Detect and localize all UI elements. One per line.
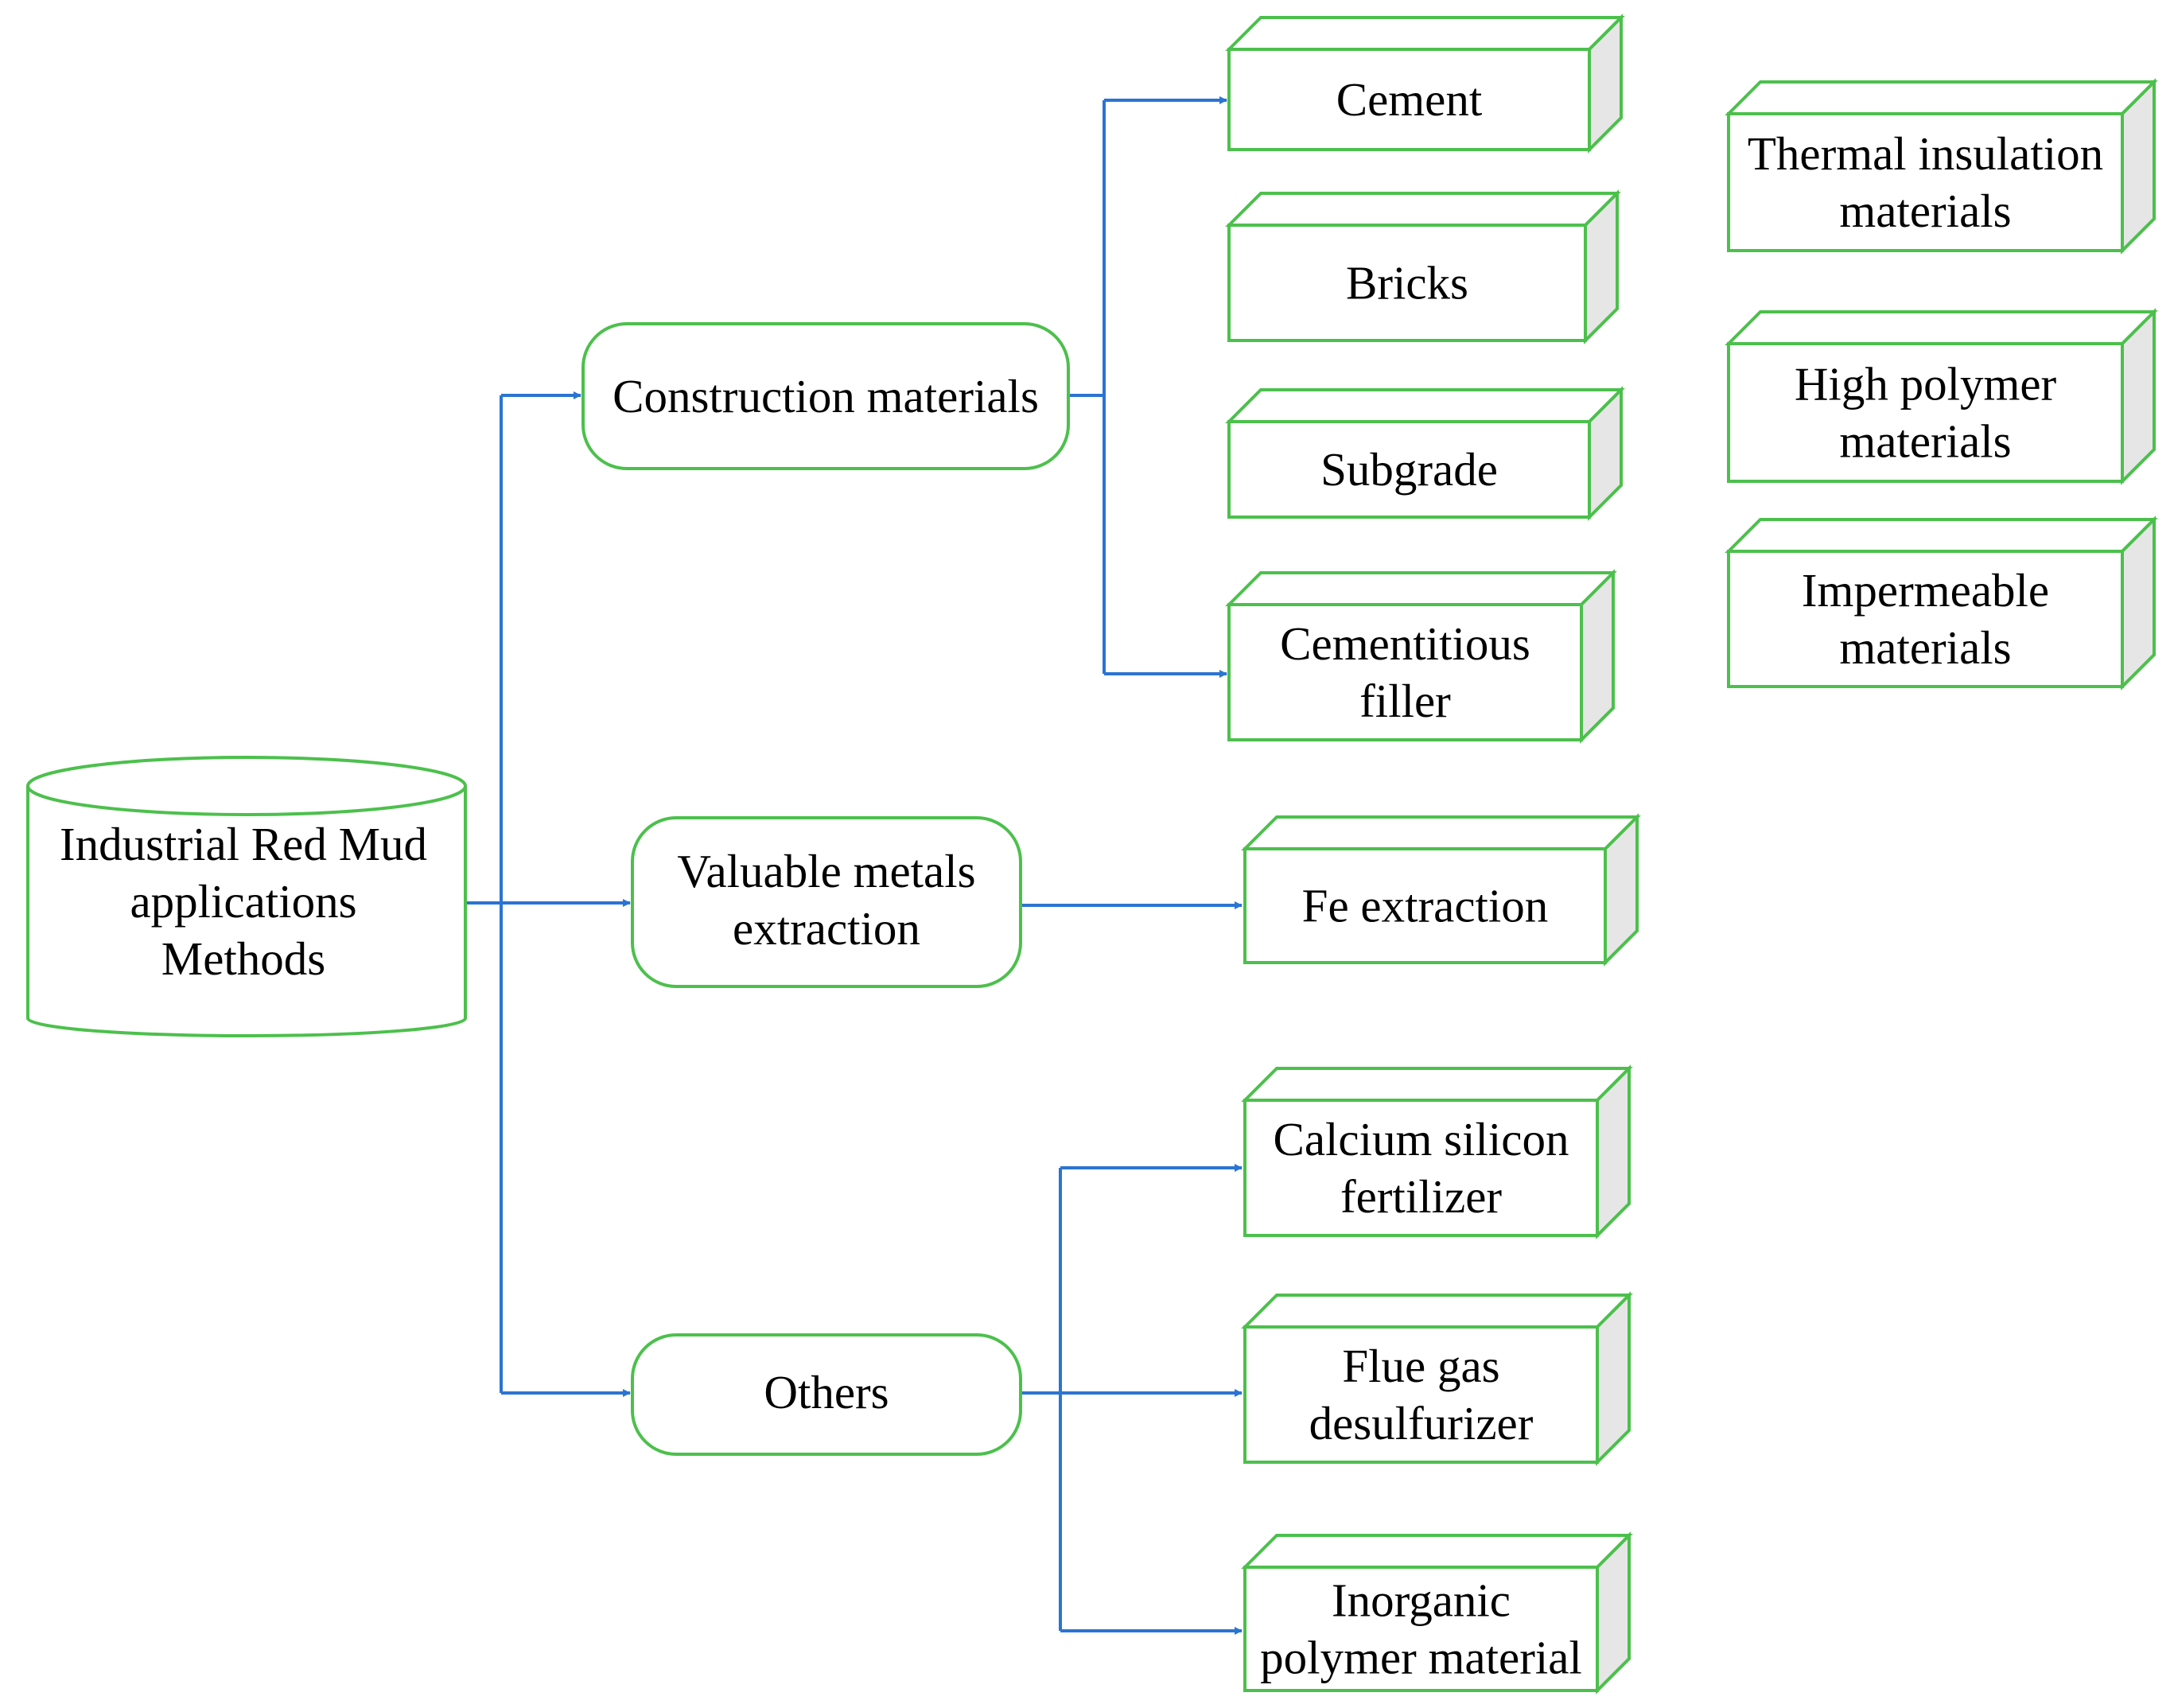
- leaf-impermeable-label-line: materials: [1839, 621, 2011, 674]
- leaf-inorganic-polymer-label-line: polymer material: [1260, 1632, 1582, 1684]
- box-front-face: [1227, 224, 1587, 342]
- leaf-subgrade-label: Subgrade: [1320, 443, 1498, 496]
- box-top-face: [1225, 571, 1617, 606]
- box-front-face: [1227, 48, 1591, 151]
- connector-root-spine: [465, 395, 503, 1393]
- box-front-face: [1227, 420, 1591, 519]
- box-front-face: [1243, 847, 1607, 964]
- leaf-fe-extraction: Fe extraction: [1241, 813, 1641, 967]
- category-others: Others: [631, 1333, 1022, 1456]
- box-front-face: [1243, 1325, 1599, 1464]
- connector-construction-spine: [1068, 100, 1106, 674]
- connectors: [465, 96, 1243, 1635]
- leaf-bricks-label-line: Bricks: [1346, 257, 1468, 309]
- category-others-label-line: Others: [764, 1366, 889, 1418]
- leaf-high-polymer-label-line: materials: [1839, 415, 2011, 468]
- box-side-face: [1596, 1064, 1631, 1239]
- box-side-face: [1580, 569, 1615, 744]
- leaf-fe-extraction-label: Fe extraction: [1302, 880, 1549, 932]
- category-others-label: Others: [764, 1366, 889, 1418]
- leaf-subgrade: Subgrade: [1225, 386, 1625, 521]
- leaf-inorganic-polymer-label-line: Inorganic: [1332, 1574, 1511, 1627]
- box-top-face: [1725, 310, 2158, 345]
- box-side-face: [2121, 516, 2156, 691]
- box-front-face: [1727, 112, 2124, 252]
- box-top-face: [1225, 192, 1621, 227]
- box-front-face: [1227, 603, 1583, 741]
- box-side-face: [2121, 308, 2156, 485]
- leaf-bricks-label: Bricks: [1346, 257, 1468, 309]
- box-top-face: [1225, 16, 1625, 51]
- box-front-face: [1727, 342, 2124, 483]
- leaf-calcium-silicon-fertilizer-label-line: Calcium silicon: [1274, 1113, 1569, 1165]
- box-top-face: [1225, 388, 1625, 423]
- box-side-face: [1596, 1291, 1631, 1466]
- leaf-cement-label: Cement: [1336, 73, 1483, 126]
- leaf-cement-label-line: Cement: [1336, 73, 1483, 126]
- box-top-face: [1725, 518, 2158, 553]
- leaf-thermal-insulation-label-line: materials: [1839, 185, 2011, 237]
- box-front-face: [1243, 1566, 1599, 1692]
- root-label-line: Methods: [161, 932, 326, 985]
- box-front-face: [1243, 1099, 1599, 1237]
- box-top-face: [1241, 815, 1641, 850]
- leaf-subgrade-label-line: Subgrade: [1320, 443, 1498, 496]
- leaf-cementitious-filler-label-line: Cementitious: [1280, 617, 1530, 670]
- leaf-high-polymer-label-line: High polymer: [1795, 358, 2057, 410]
- leaf-calcium-silicon-fertilizer-label-line: fertilizer: [1340, 1170, 1502, 1223]
- box-top-face: [1725, 80, 2158, 115]
- box-front-face: [1727, 550, 2124, 688]
- category-construction-label: Construction materials: [613, 370, 1039, 422]
- box-top-face: [1241, 1067, 1633, 1102]
- box-top-face: [1241, 1294, 1633, 1329]
- root-label-line: Industrial Red Mud: [60, 818, 427, 870]
- leaf-cement: Cement: [1225, 14, 1625, 154]
- leaf-impermeable-label-line: Impermeable: [1802, 564, 2049, 617]
- leaf-thermal-insulation-label-line: Thermal insulation: [1748, 127, 2103, 180]
- category-construction: Construction materials: [581, 322, 1070, 470]
- box-side-face: [2121, 78, 2156, 255]
- box-top-face: [1241, 1534, 1633, 1569]
- leaf-flue-gas-desulfurizer-label-line: desulfurizer: [1309, 1397, 1534, 1449]
- leaf-fe-extraction-label-line: Fe extraction: [1302, 880, 1549, 932]
- leaf-flue-gas-desulfurizer-label-line: Flue gas: [1342, 1340, 1499, 1392]
- category-metals-label-line: Valuable metals: [677, 845, 975, 897]
- leaf-bricks: Bricks: [1225, 189, 1621, 344]
- connector-others-spine: [1021, 1168, 1062, 1631]
- root-label-line: applications: [130, 875, 356, 928]
- category-metals-label-line: extraction: [733, 902, 920, 955]
- leaf-cementitious-filler-label-line: filler: [1359, 675, 1451, 727]
- category-construction-label-line: Construction materials: [613, 370, 1039, 422]
